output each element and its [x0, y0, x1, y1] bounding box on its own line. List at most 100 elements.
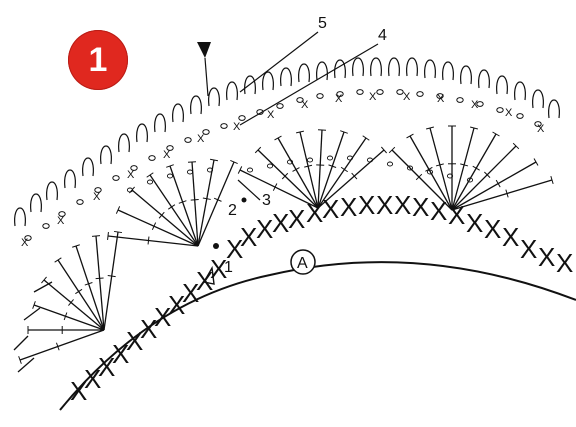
slip-stitch-dot-2 [242, 198, 247, 203]
slip-stitch-dot [213, 243, 219, 249]
chain-stitch [43, 224, 49, 229]
fan-stitch-bar [496, 180, 500, 187]
picot-loop [263, 72, 274, 90]
chain-stitch [457, 98, 463, 103]
edge-stitch [24, 308, 40, 320]
picot-loop [31, 194, 42, 212]
small-sc-stitch: X [301, 99, 309, 111]
chain-stitch [497, 108, 503, 113]
chain-stitch [317, 94, 323, 99]
picot-loop [227, 82, 238, 100]
sc-stitch: X [466, 208, 483, 238]
row-3-label: 3 [262, 192, 271, 209]
picot-loop [281, 68, 292, 86]
sc-stitch: X [358, 190, 375, 220]
fan-stitch [34, 305, 104, 330]
picot-loop [515, 82, 526, 100]
picot-loop [497, 76, 508, 94]
fan-stitch-bar [293, 168, 300, 172]
sc-stitch: X [502, 222, 519, 252]
small-sc-stitch: X [163, 149, 171, 161]
small-sc-stitch: X [21, 237, 29, 249]
row-5-label: 5 [318, 15, 327, 32]
sc-stitch: X [520, 234, 537, 264]
fan-stitch [104, 232, 118, 330]
fan-stitch-bar [473, 166, 480, 170]
chain-stitch [187, 170, 192, 174]
picot-loop [371, 58, 382, 76]
chain-stitch [387, 162, 392, 166]
fan-stitch-cap [493, 132, 500, 136]
fan-stitch-cap [188, 162, 196, 163]
row-2-label: 2 [228, 202, 237, 219]
sc-stitch: X [484, 214, 501, 244]
small-sc-stitch: X [197, 133, 205, 145]
picot-loop [191, 96, 202, 114]
fan-stitch-cap [114, 231, 122, 232]
step-number-badge: 1 [68, 30, 128, 90]
picot-loop [83, 158, 94, 176]
small-sc-stitch: X [233, 121, 241, 133]
fan-stitch [20, 330, 104, 360]
row-3-leader [238, 180, 260, 200]
row-4-leader [240, 44, 378, 125]
fan-stitch-bar [75, 289, 82, 293]
small-sc-stitch: X [335, 93, 343, 105]
fan-stitch [58, 260, 104, 330]
chain-stitch [417, 92, 423, 97]
picot-loop [209, 88, 220, 106]
fan-stitch [96, 236, 104, 330]
sc-stitch: X [394, 190, 411, 220]
fan-stitch-cap [363, 136, 370, 141]
fan-stitch-bar [191, 200, 199, 201]
edge-stitch [34, 282, 52, 292]
sc-stitch: X [448, 200, 465, 230]
chain-stitch [185, 138, 191, 143]
fan-stitch [300, 132, 318, 208]
small-sc-stitch: X [93, 191, 101, 203]
chain-stitch [221, 124, 227, 129]
fan-stitch-bar [425, 167, 432, 171]
picot-loop [389, 58, 400, 76]
chain-stitch [167, 174, 172, 178]
small-sc-stitch: X [57, 215, 65, 227]
fan-stitch [198, 160, 214, 246]
fan-stitch-cap [108, 232, 109, 240]
fan-stitch [452, 128, 474, 210]
fan-stitch [192, 162, 198, 246]
sc-stitch: X [240, 222, 257, 252]
small-sc-stitch: X [471, 99, 479, 111]
fan-stitches [14, 126, 553, 372]
small-sc-stitch: X [505, 107, 513, 119]
chain-stitch [307, 158, 312, 162]
picot-loop [407, 58, 418, 76]
fan-stitch [108, 236, 198, 246]
chain-stitch [147, 180, 152, 184]
fan-stitch-cap [147, 173, 154, 177]
fan-stitch-bar [148, 237, 149, 245]
picot-loop [15, 208, 26, 226]
picot-loop [299, 64, 310, 82]
sc-stitch: X [340, 192, 357, 222]
triangle-down-icon [197, 42, 211, 58]
picot-loop [443, 62, 454, 80]
sc-stitch: X [322, 194, 339, 224]
sc-stitch: X [556, 248, 573, 278]
fan-stitch-cap [92, 236, 100, 237]
fan-stitch-bar [341, 167, 348, 172]
picot-loop [533, 90, 544, 108]
picot-loop [47, 182, 58, 200]
small-sc-stitch: X [403, 91, 411, 103]
small-sc-stitch: X [369, 91, 377, 103]
fan-stitch-bar [108, 276, 116, 277]
fan-stitch-cap [55, 258, 62, 262]
fan-stitch-bar [96, 278, 104, 279]
chain-stitch [267, 164, 272, 168]
picot-loop [155, 114, 166, 132]
chain-stitch [357, 90, 363, 95]
row-1-label: 1 [224, 259, 233, 276]
fan-stitch-cap [407, 134, 414, 138]
fan-stitch-bar [168, 205, 175, 209]
chain-stitch [113, 176, 119, 181]
